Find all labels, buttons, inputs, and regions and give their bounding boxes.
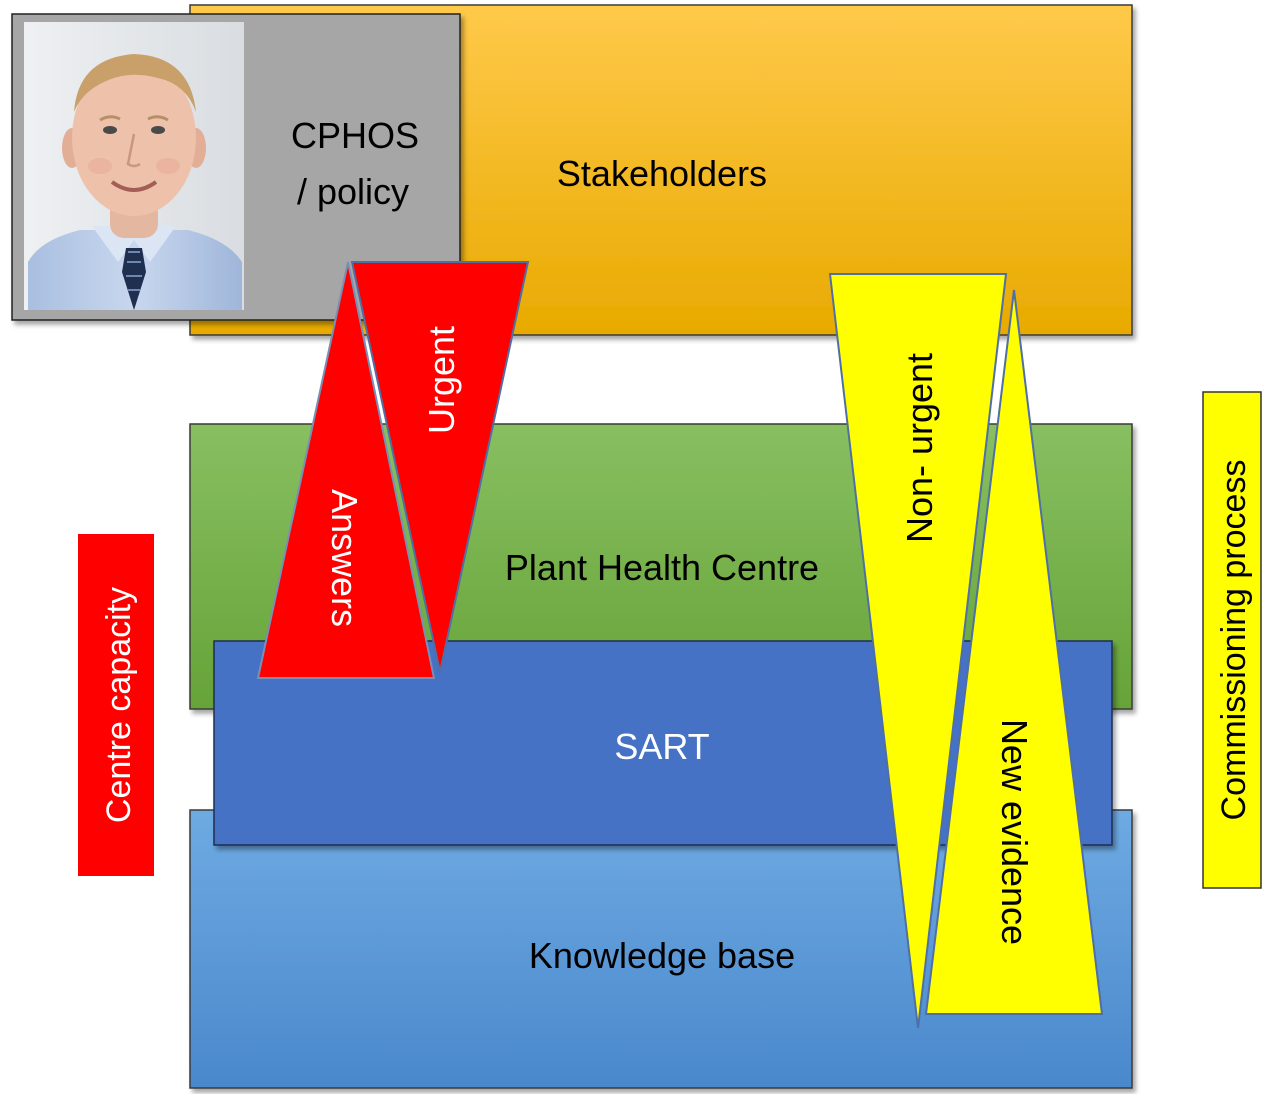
- new-evidence-arrow: New evidence: [924, 289, 1104, 1015]
- answers-arrow: Answers: [256, 261, 436, 679]
- answers-label: Answers: [324, 489, 365, 627]
- urgent-arrow: Urgent: [350, 261, 530, 673]
- urgent-label: Urgent: [421, 326, 462, 434]
- commissioning-process-label: Commissioning process: [1215, 460, 1253, 821]
- cphos-label-line2: / policy: [297, 171, 409, 212]
- centre-capacity-label: Centre capacity: [100, 587, 138, 823]
- knowledge-base-label: Knowledge base: [529, 935, 795, 976]
- stakeholders-label: Stakeholders: [557, 153, 767, 194]
- new-evidence-label: New evidence: [994, 719, 1035, 945]
- non-urgent-label: Non- urgent: [899, 353, 940, 543]
- centre-capacity-label-box: Centre capacity: [78, 534, 154, 876]
- plant-health-centre-label: Plant Health Centre: [505, 547, 819, 588]
- sart-label: SART: [614, 726, 709, 767]
- commissioning-process-label-box: Commissioning process: [1202, 391, 1262, 889]
- cphos-label-line1: CPHOS: [291, 115, 419, 156]
- non-urgent-arrow: Non- urgent: [828, 273, 1008, 1029]
- portrait-photo: [24, 22, 244, 310]
